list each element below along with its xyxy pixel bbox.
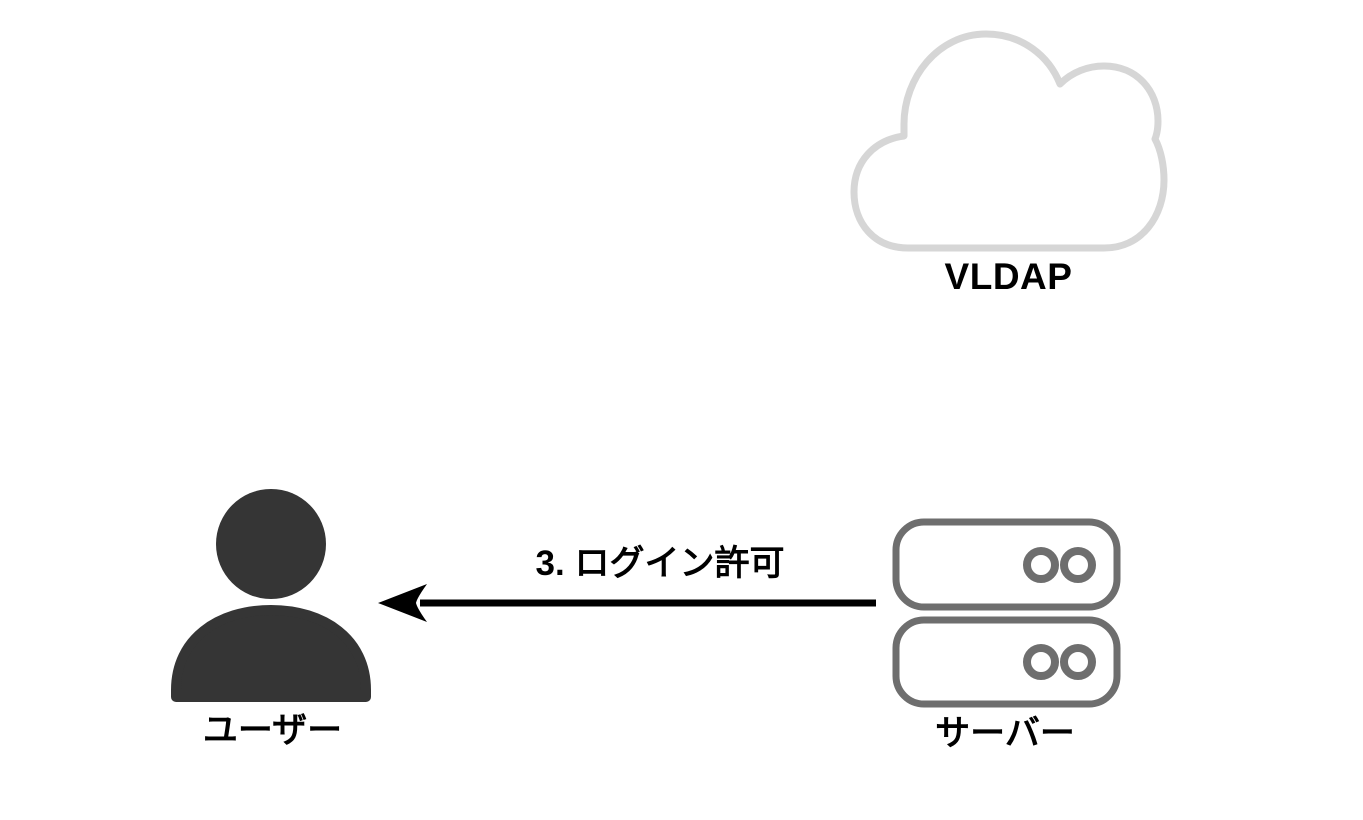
server-label: サーバー xyxy=(935,714,1075,753)
user-label: ユーザー xyxy=(202,711,343,750)
login-permit-arrow-label: 3. ログイン許可 xyxy=(535,544,785,583)
vldap-label: VLDAP xyxy=(944,256,1073,297)
login-permit-arrow[interactable] xyxy=(370,575,882,633)
arrow-left-icon xyxy=(378,584,876,622)
cloud-icon xyxy=(850,30,1168,252)
user-node[interactable] xyxy=(168,482,378,706)
server-node[interactable] xyxy=(884,510,1129,710)
vldap-cloud-node[interactable] xyxy=(846,20,1171,260)
user-icon xyxy=(171,489,371,702)
server-icon xyxy=(892,518,1121,708)
